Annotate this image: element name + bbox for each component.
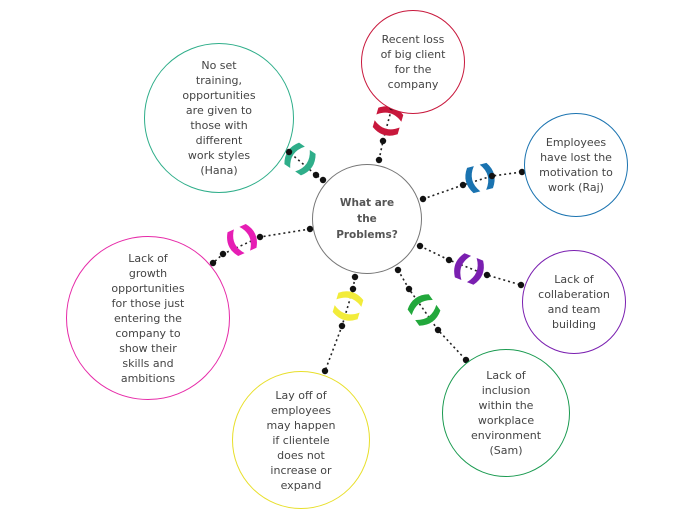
- topic-inclusion[interactable]: Lack of inclusion within the workplace e…: [442, 349, 570, 477]
- topic-training[interactable]: No set training, opportunities are given…: [144, 43, 294, 193]
- topic-motivation[interactable]: Employees have lost the motivation to wo…: [524, 113, 628, 217]
- connector-bracket-layoff: [332, 291, 364, 321]
- connector-dot: [394, 266, 402, 274]
- topic-layoff-label: Lay off of employees may happen if clien…: [266, 388, 336, 492]
- connector-dot: [351, 273, 359, 281]
- topic-inclusion-label: Lack of inclusion within the workplace e…: [470, 369, 542, 457]
- connector-line-inclusion: [397, 269, 467, 361]
- connector-dot: [306, 225, 314, 233]
- topic-recent-loss-label: Recent loss of big client for the compan…: [380, 33, 446, 91]
- connector-dot: [319, 176, 327, 184]
- connector-joints: [209, 103, 526, 375]
- connector-bracket-half: [372, 120, 400, 136]
- connector-dot: [488, 172, 496, 180]
- connector-bracket-half: [479, 162, 495, 190]
- connector-dot: [434, 326, 442, 334]
- connector-dot: [209, 259, 217, 267]
- connector-dot: [459, 181, 467, 189]
- topic-growth-label: Lack of growth opportunities for those j…: [111, 251, 185, 385]
- connector-dot: [416, 242, 424, 250]
- connector-bracket-half: [227, 229, 245, 256]
- topic-layoff[interactable]: Lay off of employees may happen if clien…: [232, 371, 370, 509]
- connector-line-collaboration: [419, 245, 522, 286]
- connector-bracket-inclusion: [407, 294, 441, 326]
- connector-bracket-half: [407, 294, 433, 316]
- topic-collaboration-label: Lack of collaberation and team building: [538, 273, 610, 331]
- topic-training-label: No set training, opportunities are given…: [182, 59, 256, 177]
- connector-bracket-half: [466, 258, 484, 285]
- connector-dot: [483, 271, 491, 279]
- connector-dot: [518, 168, 526, 176]
- topic-growth[interactable]: Lack of growth opportunities for those j…: [66, 236, 230, 400]
- connector-line-growth: [212, 228, 311, 264]
- connector-dot: [321, 367, 329, 375]
- connector-bracket-motivation: [465, 162, 495, 194]
- topic-motivation-label: Employees have lost the motivation to wo…: [539, 136, 613, 194]
- connector-dot: [379, 137, 387, 145]
- connector-dot: [517, 281, 525, 289]
- central-topic-label: What are the Problems?: [336, 197, 398, 241]
- connector-bracket-collaboration: [454, 253, 484, 285]
- connector-line-layoff: [324, 276, 356, 372]
- connector-bracket-half: [239, 224, 257, 251]
- connector-dot: [312, 171, 320, 179]
- central-topic[interactable]: What are the Problems?: [312, 164, 422, 274]
- connector-dot: [405, 285, 413, 293]
- connector-dot: [445, 256, 453, 264]
- connector-bracket-half: [415, 304, 441, 326]
- connector-line-motivation: [422, 171, 523, 200]
- connector-line-recent-loss: [378, 106, 393, 161]
- topic-collaboration[interactable]: Lack of collaberation and team building: [522, 250, 626, 354]
- connector-bracket-half: [454, 253, 472, 280]
- connector-dot: [338, 322, 346, 330]
- connector-bracket-half: [332, 305, 360, 321]
- connector-dot: [349, 285, 357, 293]
- connector-dot: [219, 250, 227, 258]
- connector-bracket-half: [336, 291, 364, 307]
- connector-dot: [256, 233, 264, 241]
- connector-dot: [375, 156, 383, 164]
- connector-dot: [419, 195, 427, 203]
- topic-recent-loss[interactable]: Recent loss of big client for the compan…: [361, 10, 465, 114]
- connector-bracket-growth: [227, 224, 257, 256]
- connector-bracket-half: [295, 149, 316, 176]
- connector-bracket-half: [465, 166, 481, 194]
- connector-dot: [285, 148, 293, 156]
